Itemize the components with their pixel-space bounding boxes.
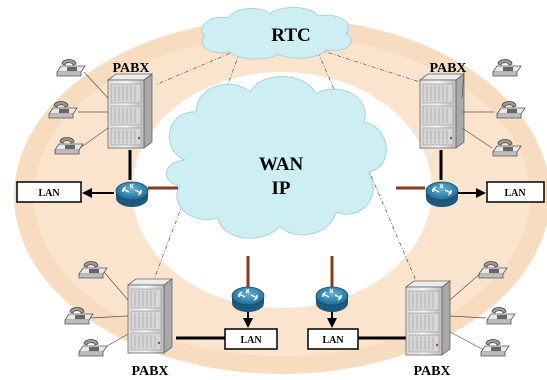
pabx-label-top-left: PABX (112, 61, 149, 76)
telephone-icon (492, 59, 522, 77)
phone-wires (78, 71, 494, 351)
router-icon (425, 181, 459, 208)
lan-label-bottom-right: LAN (322, 335, 344, 346)
rtc-cloud-icon (201, 7, 352, 60)
telephone-icon (56, 59, 86, 77)
pabx-cabinet-icon (419, 73, 465, 149)
rtc-link-top-left (154, 49, 239, 86)
pabx-cabinet-icon (127, 278, 173, 354)
pabx-label-bottom-right: PABX (413, 364, 450, 379)
lan-label-bottom-left: LAN (240, 335, 262, 346)
ip-label: IP (272, 178, 291, 199)
lan-box-right: LAN (486, 181, 545, 203)
router-icon (231, 286, 265, 313)
pabx-label-bottom-left: PABX (131, 364, 168, 379)
pabx-label-top-right: PABX (429, 61, 466, 76)
wan-links (148, 186, 425, 290)
pabx-cabinet-icon (405, 280, 451, 356)
wan-label: WAN (259, 154, 304, 175)
lan-label-right: LAN (504, 188, 526, 199)
lan-arrows (82, 188, 486, 328)
pabx-cabinet-icon (107, 73, 153, 149)
lan-box-bottom-right: LAN (307, 328, 359, 350)
telephone-icon (480, 339, 510, 357)
router-icon (315, 286, 349, 313)
telephone-icon (78, 339, 108, 357)
router-icon (115, 181, 149, 208)
lan-label-left: LAN (38, 188, 60, 199)
telephone-icon (486, 307, 516, 325)
lan-box-bottom-left: LAN (224, 328, 278, 350)
wan-cloud-icon (165, 76, 387, 239)
pabx-links (128, 150, 443, 340)
lan-box-left: LAN (16, 181, 82, 203)
rtc-label: RTC (271, 25, 310, 46)
rtc-link-top-right (319, 49, 421, 83)
